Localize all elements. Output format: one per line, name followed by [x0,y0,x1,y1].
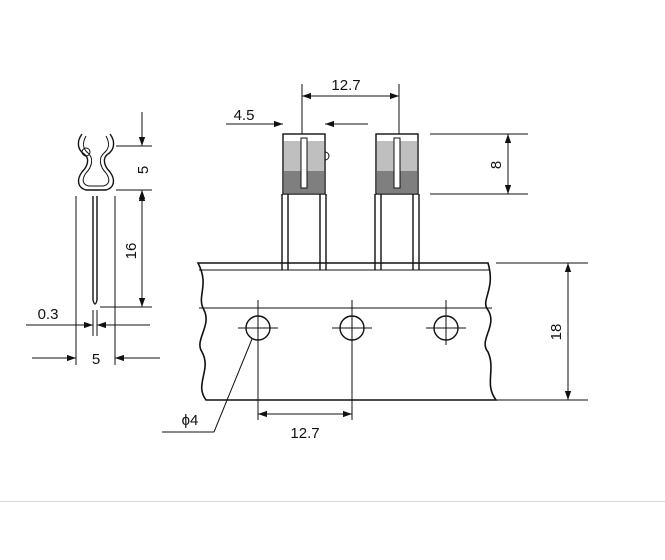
divider-line [0,501,665,502]
leader-hole-diagonal [213,338,253,433]
terminal-component-2 [374,133,420,270]
dim-label-hole-diameter: ϕ4 [182,412,199,429]
sprocket-hole-1 [238,300,278,420]
dim-label-terminal-pitch: 12.7 [331,77,360,94]
side-clip-dimple [81,147,91,157]
dim-label-top-height: 5 [135,166,152,174]
dim-label-hole-pitch: 12.7 [290,425,319,442]
dim-label-terminal-height: 8 [488,161,505,169]
dim-label-lead-length: 16 [123,243,140,260]
sprocket-hole-2 [332,300,372,420]
side-clip-inner [82,135,110,187]
side-view: 5 16 0.3 5 [26,112,160,368]
dim-label-thickness: 0.3 [38,306,59,323]
front-view: 12.7 4.5 8 18 ϕ4 12.7 [162,77,588,442]
side-clip-outline [77,133,115,191]
dim-label-width: 5 [92,351,100,368]
tape-body [196,262,498,401]
terminal-component-1 [281,133,330,270]
dim-label-tape-height: 18 [548,324,565,341]
sprocket-hole-3 [426,300,466,345]
side-lead-tip [92,299,98,305]
dim-label-terminal-width: 4.5 [234,107,255,124]
